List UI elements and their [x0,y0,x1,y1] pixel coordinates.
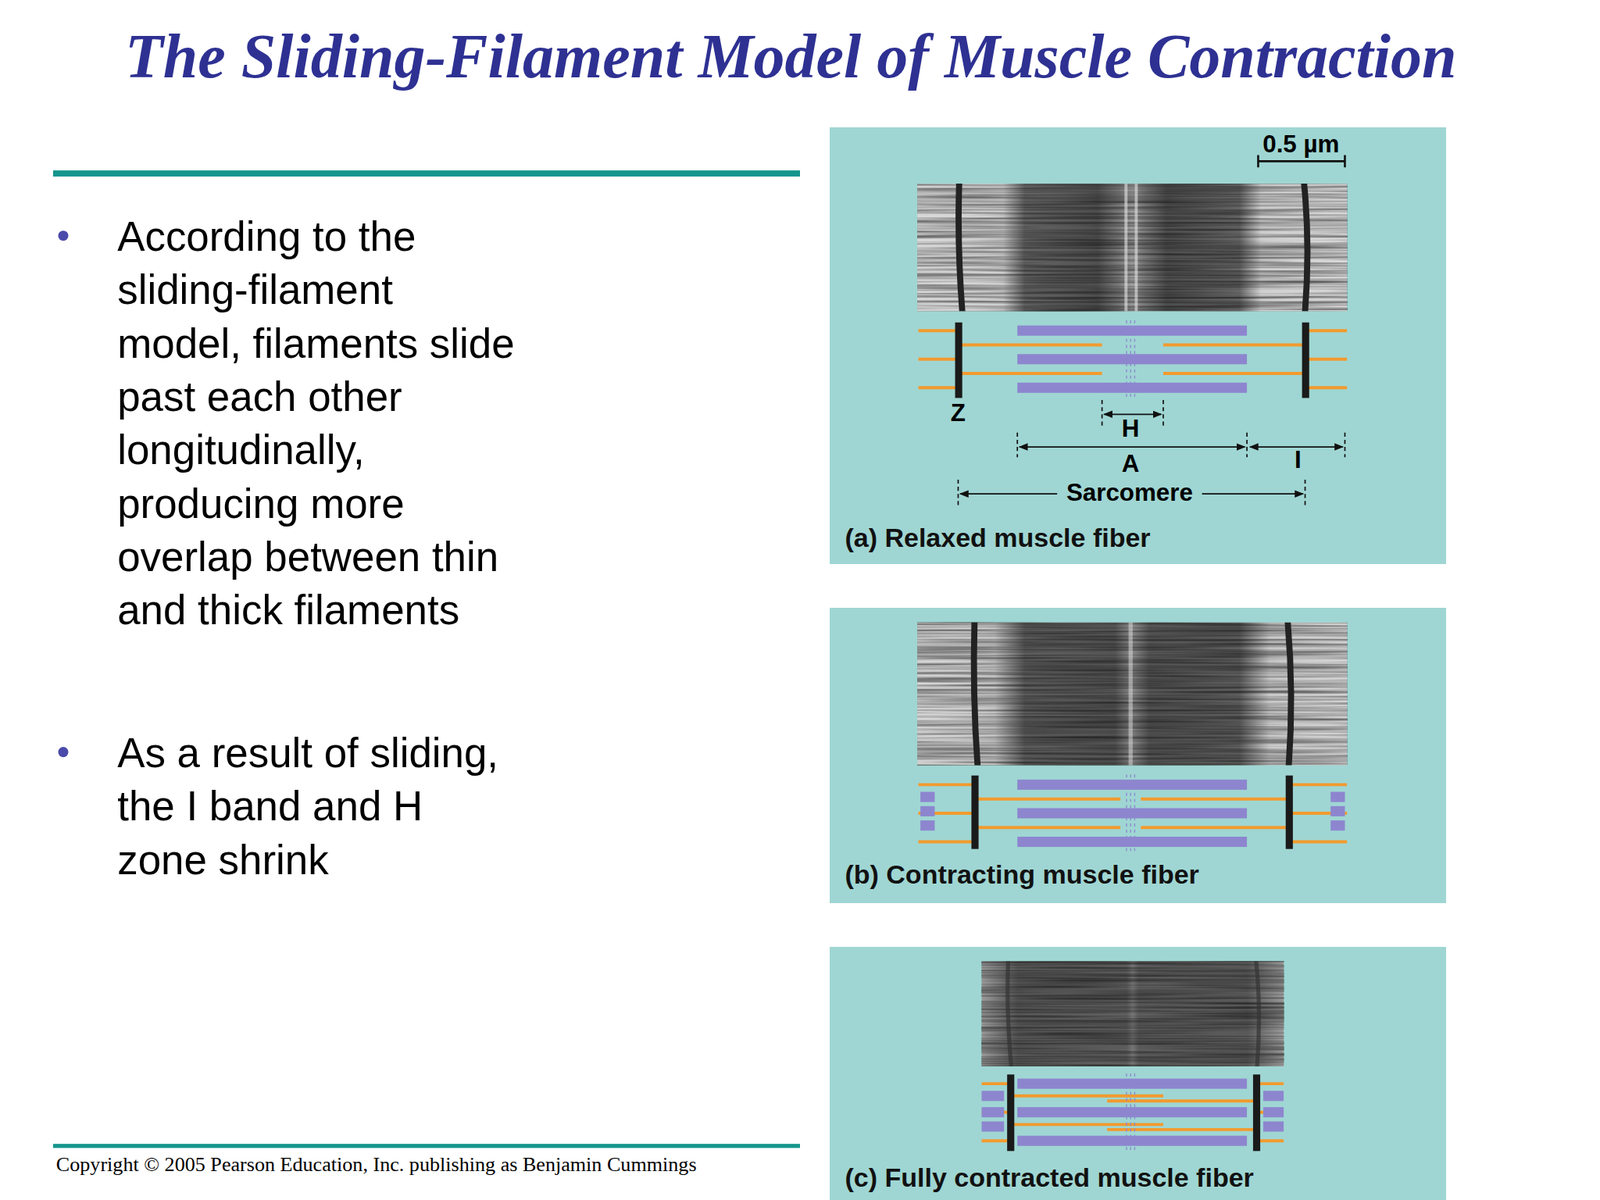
copyright-note: Copyright © 2005 Pearson Education, Inc.… [56,1153,697,1177]
bullet-dot [57,230,68,758]
rule-line [53,170,800,177]
band-label: A [1121,452,1140,477]
scale-label: 0.5 µm [1262,132,1340,158]
band-label: Sarcomere [1066,480,1193,505]
rule-line [53,170,800,1148]
bullet-text: As a result of sliding, the I band and H… [117,726,522,887]
bullet-dot [57,746,68,758]
panel-caption: (b) Contracting muscle fiber [844,859,1199,890]
figure-panel: (b) Contracting muscle fiber [829,607,1447,903]
band-label: I [1294,447,1302,472]
band-label: Z [950,400,966,425]
slide-title: The Sliding-Filament Model of Muscle Con… [0,18,1582,94]
figure-panel: (c) Fully contracted muscle fiber [829,946,1447,1200]
panel-caption: (c) Fully contracted muscle fiber [844,1162,1254,1193]
bullet-dot [57,230,68,241]
panel-caption: (a) Relaxed muscle fiber [844,522,1150,554]
band-label: H [1121,416,1140,441]
bullet-text: According to the sliding-filament model,… [117,210,522,638]
rule-line [53,1143,800,1148]
